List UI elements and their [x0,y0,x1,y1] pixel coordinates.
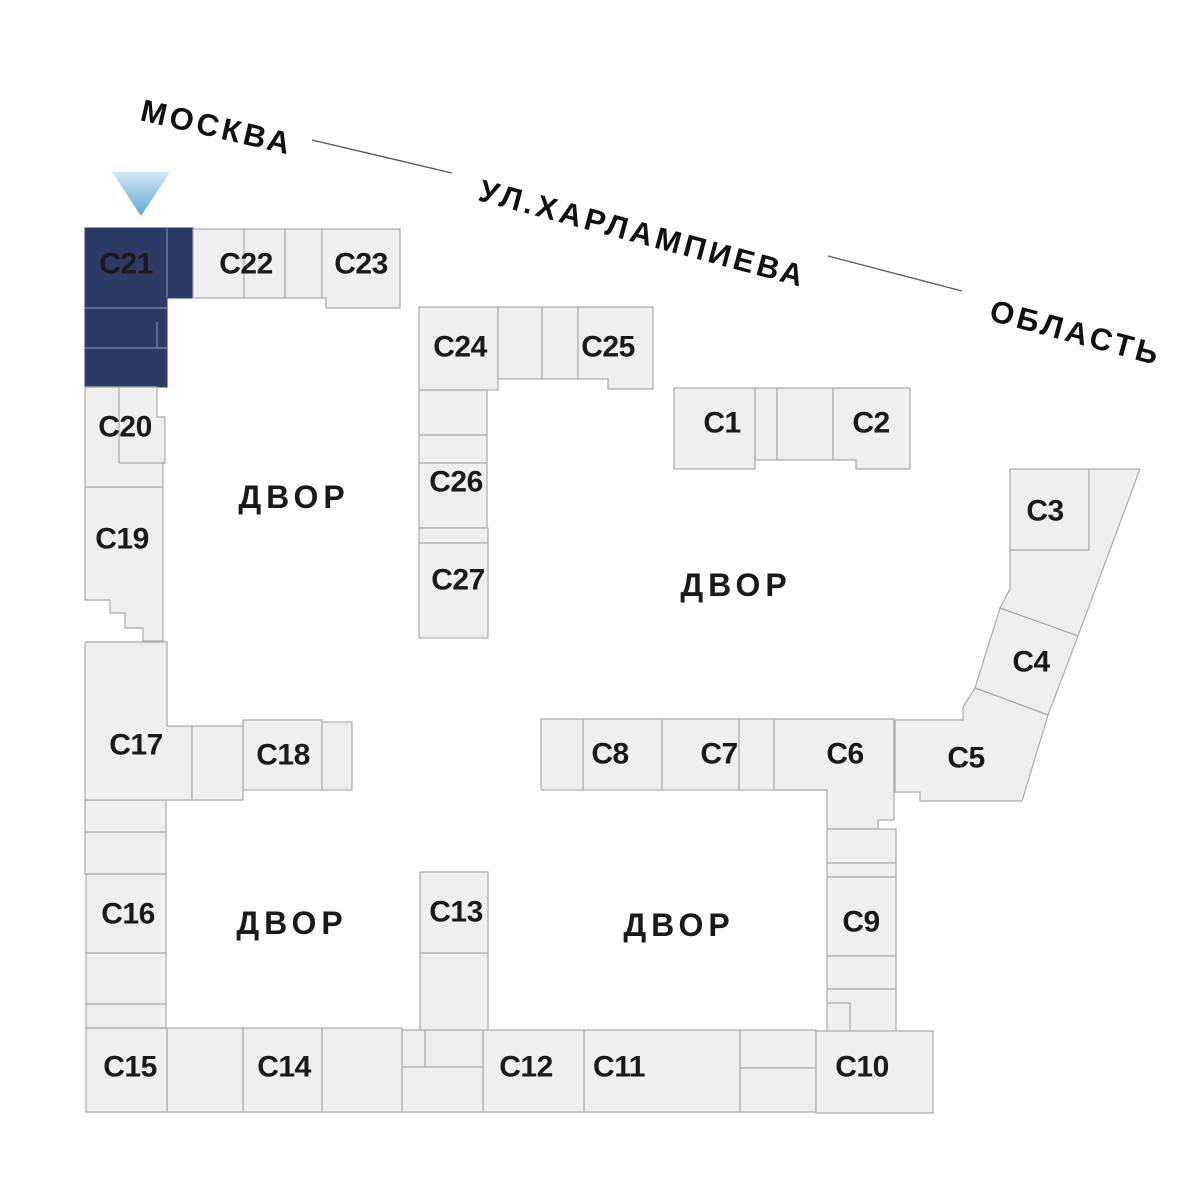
block-label-c25: С25 [581,331,635,364]
block-label-c2: С2 [852,407,889,440]
block-label-c18: С18 [256,739,310,772]
block-label-c23: С23 [334,248,388,281]
block-c3[interactable] [1009,468,1090,551]
block-c14[interactable] [242,1027,323,1113]
block-c26[interactable] [418,462,488,529]
building-section [85,1003,167,1029]
block-c13[interactable] [419,871,489,954]
block-label-c17: С17 [109,729,163,762]
block-c1[interactable] [673,387,756,470]
block-label-c8: С8 [591,738,628,771]
block-c20[interactable] [84,386,166,488]
block-c19[interactable] [84,486,164,642]
street-line-right [827,255,963,292]
block-c17[interactable] [84,641,193,801]
block-label-c1: С1 [703,407,740,440]
street-label-oblast: ОБЛАСТЬ [986,293,1165,372]
block-label-c16: С16 [101,898,155,931]
block-label-c11: С11 [593,1051,645,1084]
building-section [418,434,488,464]
block-label-c10: С10 [835,1051,889,1084]
block-c11[interactable] [583,1029,741,1113]
block-label-c5: С5 [947,742,984,775]
building-section [84,799,167,833]
block-c18[interactable] [242,719,323,791]
building-section [321,1027,403,1113]
building-section [284,228,323,299]
building-section [826,988,897,1033]
block-label-c14: С14 [257,1051,311,1084]
building-section [85,952,167,1005]
block-c15[interactable] [85,1027,168,1113]
building-section [191,725,244,801]
building-section [739,1067,817,1113]
building-section [419,952,489,1031]
building-section [497,306,543,380]
building-section [418,389,488,436]
selected-block-marker-icon [112,172,170,216]
courtyard-label-bottom-left: ДВОР [236,905,347,941]
block-c23[interactable] [321,228,401,309]
block-label-c21: С21 [99,248,153,281]
block-label-c3: С3 [1026,495,1063,528]
building-section [401,1029,484,1113]
street-line-left [311,139,453,174]
block-label-c9: С9 [842,906,879,939]
building-section [776,387,834,461]
block-c10[interactable] [815,1030,934,1114]
block-label-c27: С27 [431,564,485,597]
street-label-kharlampieva: УЛ.ХАРЛАМПИЕВА [475,173,810,294]
courtyard-label-bottom-right: ДВОР [623,907,734,943]
block-label-c4: С4 [1012,646,1050,679]
block-c8[interactable] [582,718,663,791]
block-label-c7: С7 [700,738,737,771]
building-section [826,862,897,878]
building-section [826,828,897,864]
block-label-c19: С19 [95,523,149,556]
block-label-c20: С20 [98,411,152,444]
block-c9[interactable] [826,876,897,957]
building-section [826,955,897,990]
block-label-c6: С6 [826,738,863,771]
block-c25[interactable] [577,306,654,390]
block-label-c12: С12 [499,1051,553,1084]
block-c6[interactable] [773,718,895,830]
block-c2[interactable] [832,387,911,470]
block-c12[interactable] [482,1029,585,1113]
block-label-c26: С26 [429,466,483,499]
courtyard-label-top-left: ДВОР [238,479,349,515]
building-section [540,718,584,791]
building-section [754,387,778,461]
block-label-c22: С22 [219,248,273,281]
building-section [739,1029,817,1069]
building-section [321,721,353,791]
building-section [738,718,775,791]
courtyard-label-right: ДВОР [680,567,791,603]
building-section [84,831,167,875]
block-c16[interactable] [85,873,167,954]
block-label-c13: С13 [429,896,483,929]
block-label-c24: С24 [433,331,487,364]
building-section [166,1027,244,1113]
block-c27[interactable] [418,542,489,639]
block-c7[interactable] [661,718,740,791]
block-c5[interactable] [894,687,1049,802]
street-label-moscow: МОСКВА [137,93,296,162]
building-section [418,527,489,544]
block-label-c15: С15 [103,1051,157,1084]
building-section [541,306,579,380]
